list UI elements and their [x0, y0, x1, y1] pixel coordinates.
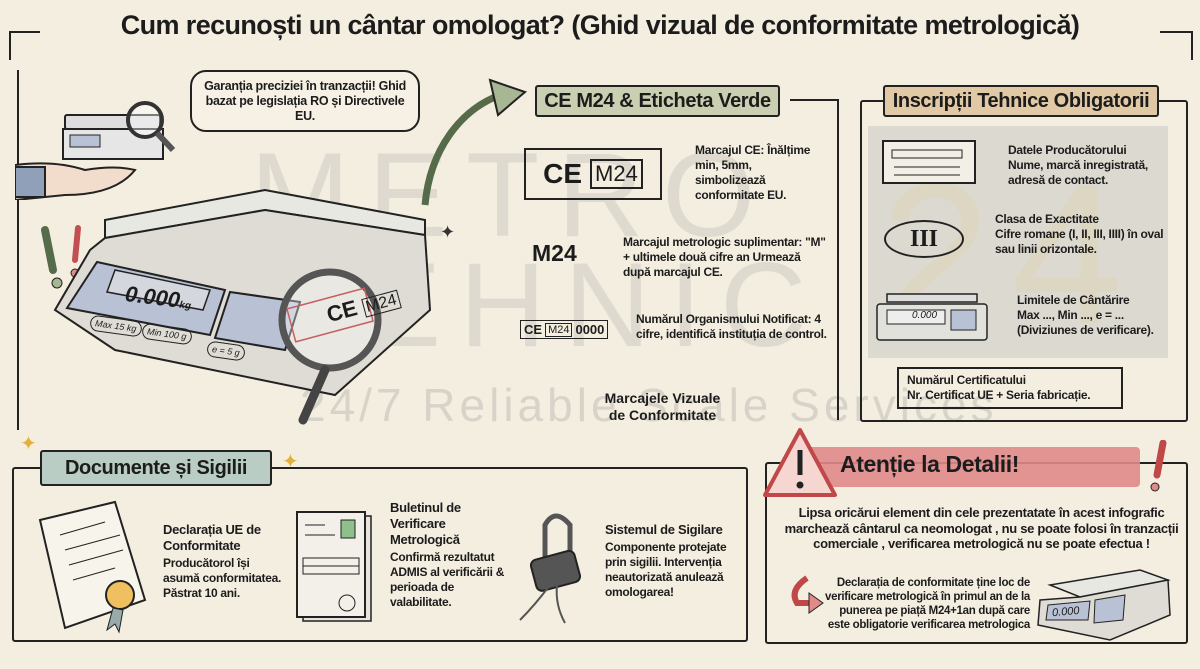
seal-padlock-icon	[519, 513, 582, 624]
curved-arrow-icon	[791, 575, 824, 614]
warning-note: Declarația de conformitate ține loc de v…	[825, 577, 1030, 631]
warning-banner-text: Atenție la Detalii!	[840, 451, 1019, 477]
scale-display-number: 0.000	[123, 281, 182, 313]
hand-scale-magnifier-icon	[15, 101, 176, 200]
svg-text:✦: ✦	[20, 433, 37, 455]
declaration-text: Producătorol își asumă conformitatea. Pă…	[163, 556, 282, 600]
accuracy-class-text: Cifre romane (I, II, III, IIII) în oval …	[995, 227, 1164, 256]
manufacturer-title: Datele Producătorului	[1008, 143, 1127, 157]
sealing-title: Sistemul de Sigilare	[605, 522, 723, 537]
accuracy-class-title: Clasa de Exactitate	[995, 212, 1099, 226]
notified-body-description: Numărul Organismului Notificat: 4 cifre,…	[636, 312, 827, 341]
ce-panel-frame	[790, 99, 839, 420]
accuracy-class-oval: III	[884, 220, 964, 258]
warning-scale-display: 0.000	[1051, 604, 1081, 620]
svg-text:✦: ✦	[440, 222, 455, 242]
m24-mark: M24	[532, 240, 577, 266]
ce-panel-banner: CE M24 & Eticheta Verde	[535, 85, 780, 117]
ce-m24-mark-box: CE M24	[524, 148, 662, 200]
sealing-item: Sistemul de Sigilare Componente protejat…	[605, 522, 740, 600]
docs-panel-frame	[12, 467, 748, 642]
digital-scale-illustration	[41, 188, 432, 425]
manufacturer-data: Datele Producătorului Nume, marcă inregi…	[1008, 143, 1168, 188]
nb-ce-text: CE	[524, 322, 543, 337]
speech-bubble: Garanția preciziei în tranzacții! Ghid b…	[190, 70, 420, 132]
certificate-text: Nr. Certificat UE + Seria fabricație.	[907, 388, 1091, 402]
small-scale-display: 0.000	[912, 310, 938, 321]
exclamation-icon	[1150, 440, 1167, 492]
ce-mark-description: Marcajul CE: Înălțime min, 5mm, simboliz…	[695, 143, 811, 202]
warning-text: Lipsa oricărui element din cele prezenta…	[784, 505, 1179, 551]
accuracy-class: Clasa de Exactitate Cifre romane (I, II,…	[995, 212, 1165, 257]
warning-scale-icon	[1037, 569, 1171, 641]
declaration-document-icon	[38, 500, 147, 634]
docs-panel-banner: Documente și Sigilii	[40, 450, 272, 486]
nb-m24-text: M24	[545, 322, 573, 337]
bulletin-text: Confirmă rezultatut ADMIS al verificării…	[390, 550, 505, 609]
declaration-item: Declarația UE de Conformitate Producător…	[163, 522, 288, 601]
nb-number-text: 0000	[575, 322, 605, 337]
page-title: Cum recunoști un cântar omologat? (Ghid …	[120, 10, 1080, 40]
small-scale-icon	[876, 293, 988, 341]
m24-description: Marcajul metrologic suplimentar: "M" + u…	[623, 235, 826, 279]
certificate-title: Numărul Certificatului	[907, 373, 1026, 387]
weighing-limits-title: Limitele de Cântărire	[1017, 293, 1130, 307]
declaration-title: Declarația UE de Conformitate	[163, 522, 261, 553]
m24-mark-text: M24	[590, 159, 643, 189]
weighing-limits: Limitele de Cântărire Max ..., Min ..., …	[1017, 293, 1177, 338]
weighing-limits-text: Max ..., Min ..., e = ... (Diviziunes de…	[1017, 308, 1154, 337]
notified-body-mark: CE M24 0000	[520, 320, 609, 339]
sealing-text: Componente protejate prin sigilii. Inter…	[605, 540, 727, 599]
speech-bubble-text: Garanția preciziei în tranzacții! Ghid b…	[204, 79, 406, 123]
manufacturer-label-icon	[882, 140, 976, 184]
verification-bulletin-icon	[296, 511, 372, 622]
scale-display-unit: kg	[178, 299, 192, 312]
ce-panel-caption: Marcajele Vizuale de Conformitate	[604, 390, 721, 423]
warning-red-banner	[800, 447, 1140, 487]
ce-mark-text: CE	[543, 158, 583, 189]
warning-triangle-icon	[763, 428, 837, 497]
bulletin-title: Buletinul de Verificare Metrologică	[390, 500, 461, 547]
bulletin-item: Buletinul de Verificare Metrologică Conf…	[390, 500, 510, 610]
certificate-number-box: Numărul Certificatului Nr. Certificat UE…	[897, 367, 1123, 409]
tech-panel-banner: Inscripții Tehnice Obligatorii	[883, 85, 1159, 117]
manufacturer-text: Nume, marcă inregistrată, adresă de cont…	[1008, 158, 1148, 187]
